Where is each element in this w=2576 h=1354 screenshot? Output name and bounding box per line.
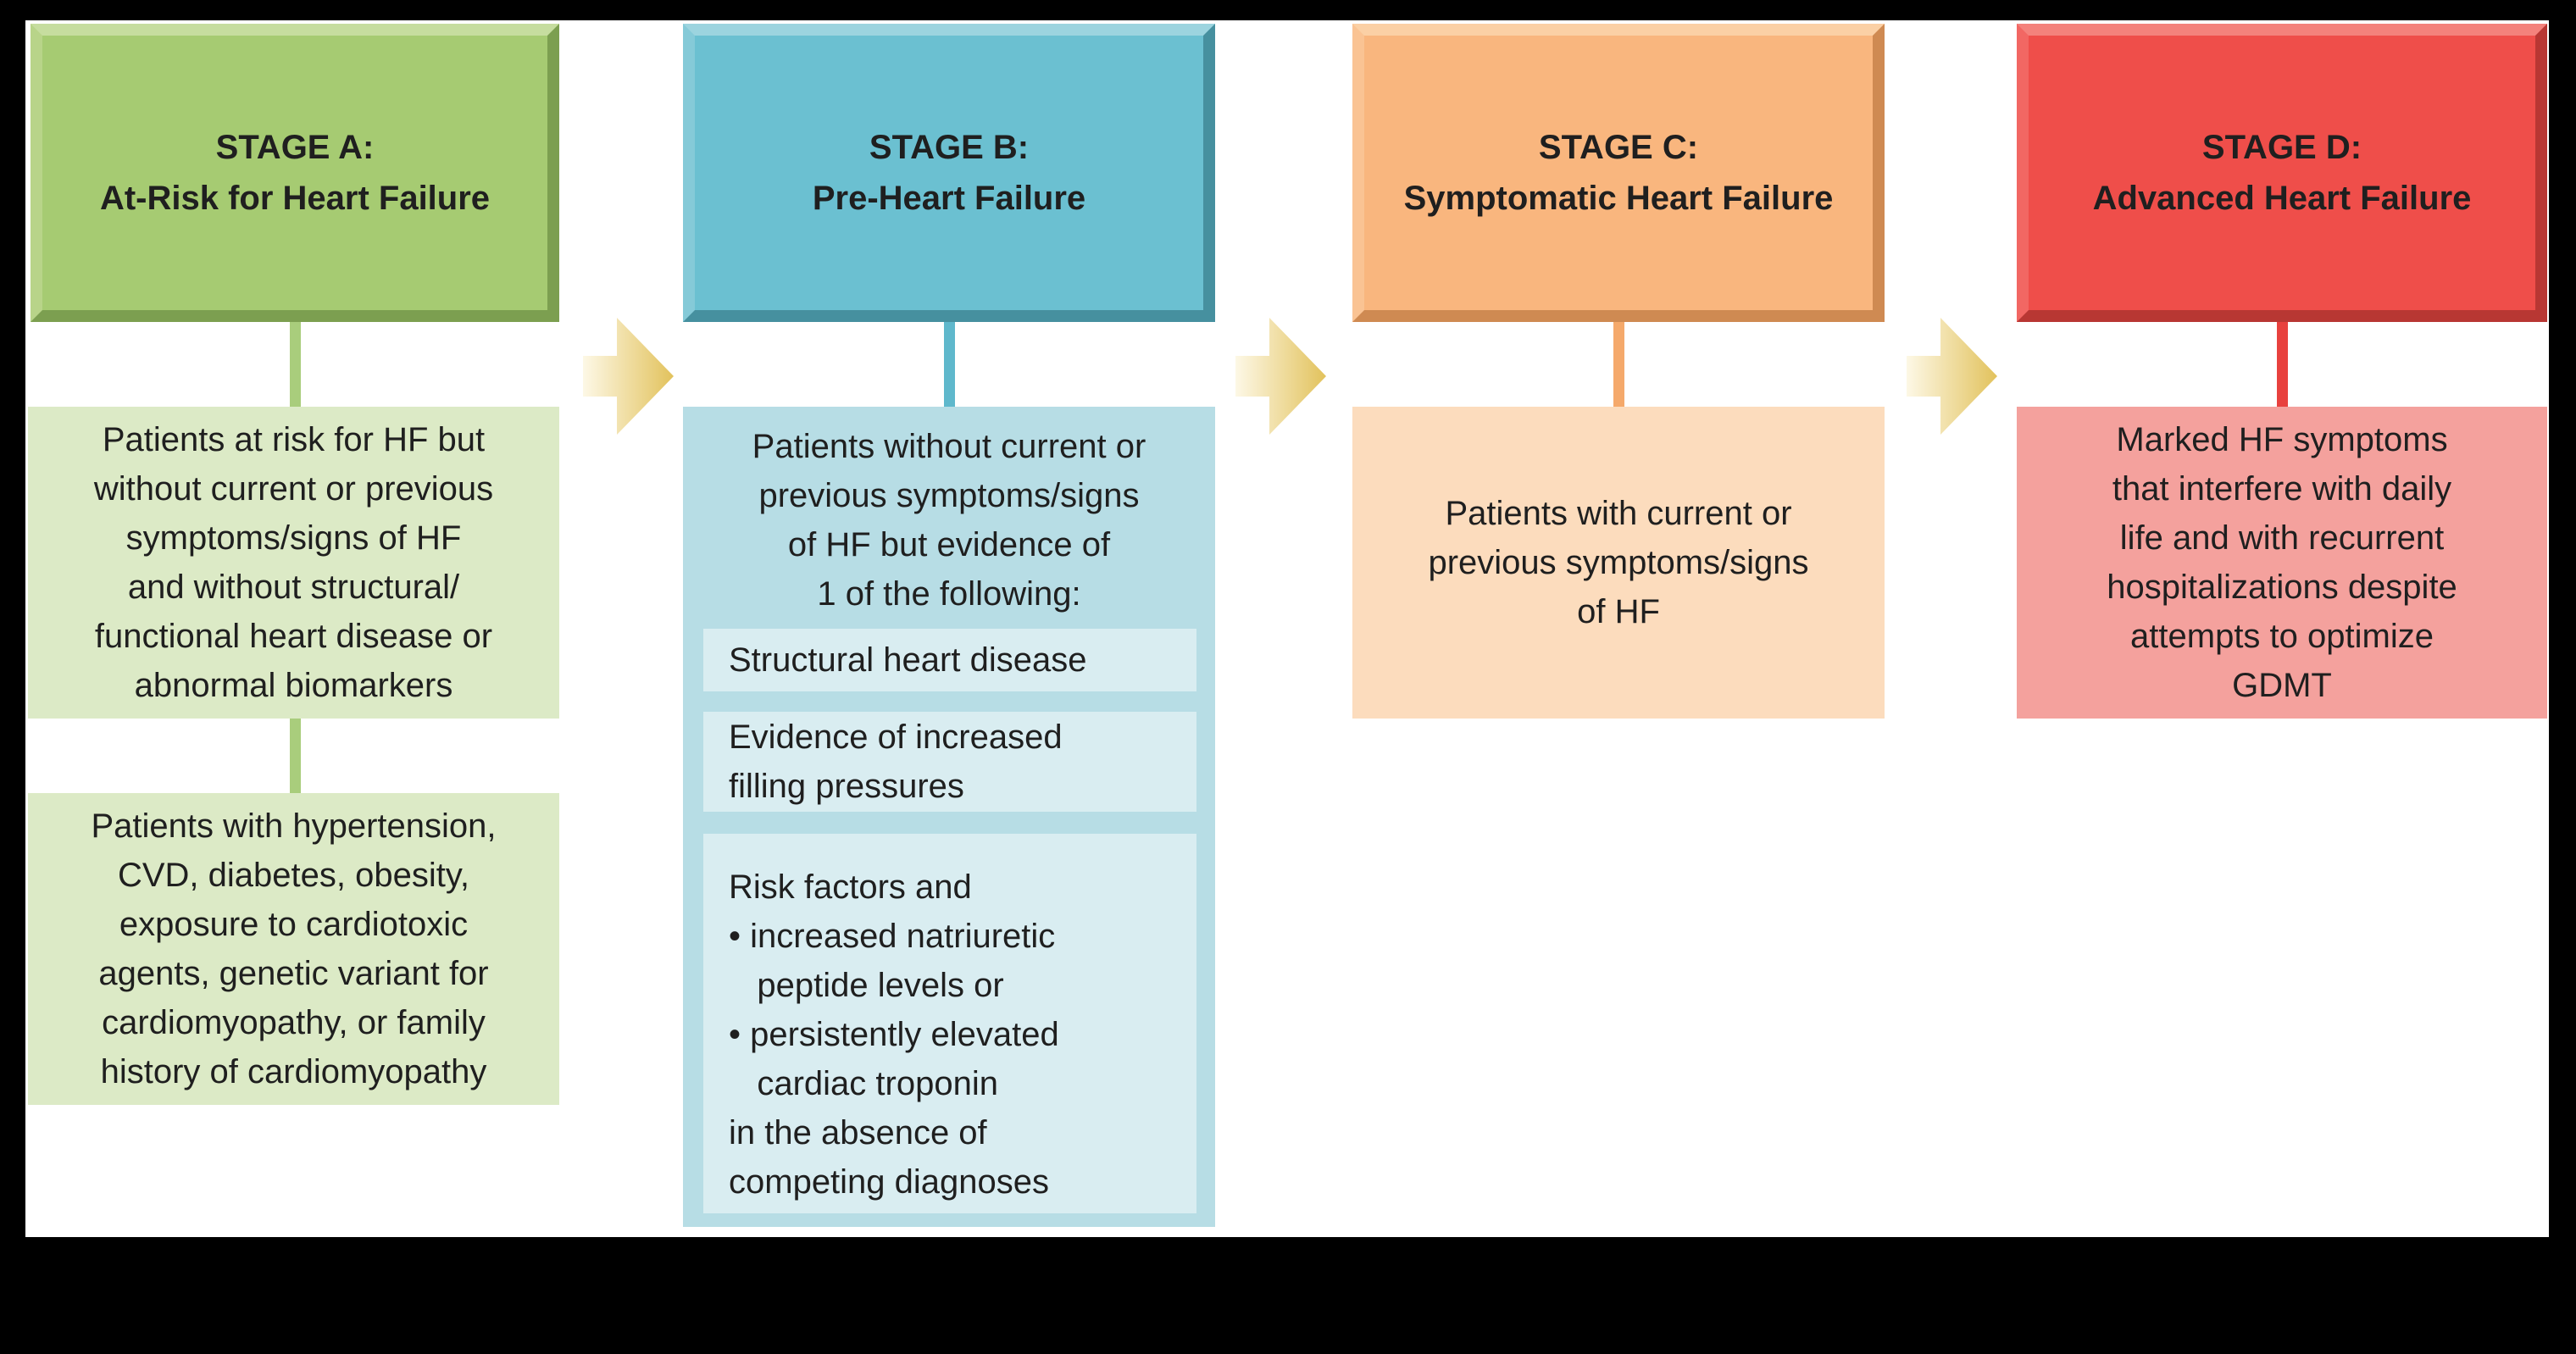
arrow-right-icon-1 [583, 318, 674, 435]
stage-c-description-box: Patients with current or previous sympto… [1352, 407, 1885, 719]
stage-a-header: STAGE A: At-Risk for Heart Failure [31, 24, 559, 322]
stage-b-header: STAGE B: Pre-Heart Failure [683, 24, 1215, 322]
stage-b-criterion-structural-text: Structural heart disease [729, 641, 1087, 679]
stage-a-connector [290, 322, 301, 407]
stage-b-intro-text: Patients without current or previous sym… [752, 428, 1146, 613]
stage-a-risk-text: Patients at risk for HF but without curr… [93, 421, 494, 704]
stage-b-connector [944, 322, 955, 407]
stage-a-population-box: Patients with hypertension, CVD, diabete… [28, 793, 559, 1105]
stage-d-description-box: Marked HF symptoms that interfere with d… [2017, 407, 2547, 719]
stage-d-title: STAGE D: Advanced Heart Failure [2092, 129, 2472, 217]
stage-b-criterion-filling-pressures-text: Evidence of increased filling pressures [729, 719, 1063, 805]
stage-b-criterion-risk-factors-text: Risk factors and • increased natriuretic… [729, 868, 1059, 1201]
stage-a-risk-box: Patients at risk for HF but without curr… [28, 407, 559, 719]
stage-d-header: STAGE D: Advanced Heart Failure [2017, 24, 2547, 322]
stage-d-connector [2277, 322, 2288, 407]
stage-c-header: STAGE C: Symptomatic Heart Failure [1352, 24, 1885, 322]
stage-b-criterion-filling-pressures: Evidence of increased filling pressures [703, 712, 1196, 812]
stage-b-criterion-risk-factors: Risk factors and • increased natriuretic… [703, 834, 1196, 1213]
arrow-right-icon-3 [1907, 318, 1997, 435]
stage-c-title: STAGE C: Symptomatic Heart Failure [1403, 129, 1834, 217]
stage-b-criterion-structural: Structural heart disease [703, 629, 1196, 691]
stage-a-population-text: Patients with hypertension, CVD, diabete… [91, 807, 497, 1090]
stage-a-connector-2 [290, 719, 301, 793]
stage-c-connector [1613, 322, 1624, 407]
stage-a-title: STAGE A: At-Risk for Heart Failure [99, 129, 491, 217]
stage-d-description-text: Marked HF symptoms that interfere with d… [2107, 421, 2457, 704]
arrow-right-icon-2 [1235, 318, 1326, 435]
stage-b-title: STAGE B: Pre-Heart Failure [812, 129, 1086, 217]
stage-c-description-text: Patients with current or previous sympto… [1428, 495, 1809, 630]
